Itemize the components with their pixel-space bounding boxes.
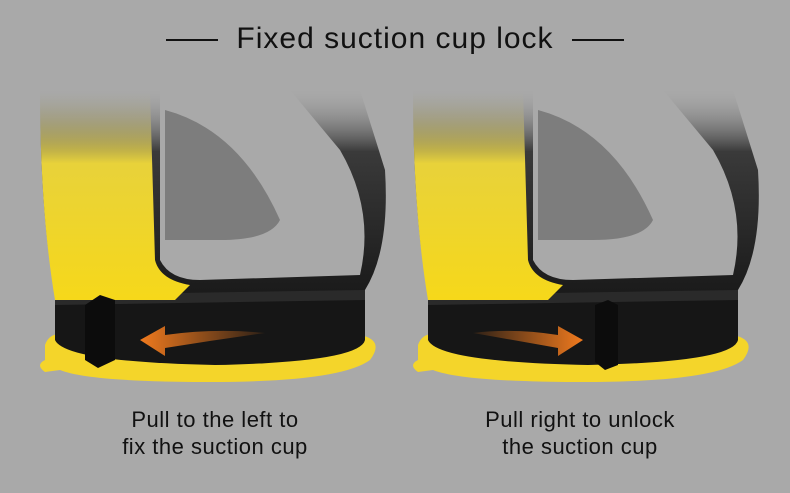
lock-tab bbox=[85, 295, 115, 368]
yellow-shell bbox=[413, 90, 563, 300]
yellow-shell bbox=[40, 90, 190, 300]
lock-illustration bbox=[40, 90, 390, 390]
unlock-illustration bbox=[413, 90, 763, 390]
caption-lock: Pull to the left to fix the suction cup bbox=[122, 407, 308, 459]
lock-ring bbox=[55, 285, 365, 365]
page-title: Fixed suction cup lock bbox=[0, 22, 790, 56]
lock-tab bbox=[595, 300, 618, 370]
caption-unlock: Pull right to unlock the suction cup bbox=[485, 407, 675, 459]
title-rule-left bbox=[166, 39, 219, 42]
arrow-right-icon bbox=[473, 326, 583, 356]
arrow-left-icon bbox=[140, 326, 265, 356]
lock-ring bbox=[428, 285, 738, 365]
title-rule-right bbox=[571, 39, 624, 42]
title-text: Fixed suction cup lock bbox=[236, 22, 554, 55]
